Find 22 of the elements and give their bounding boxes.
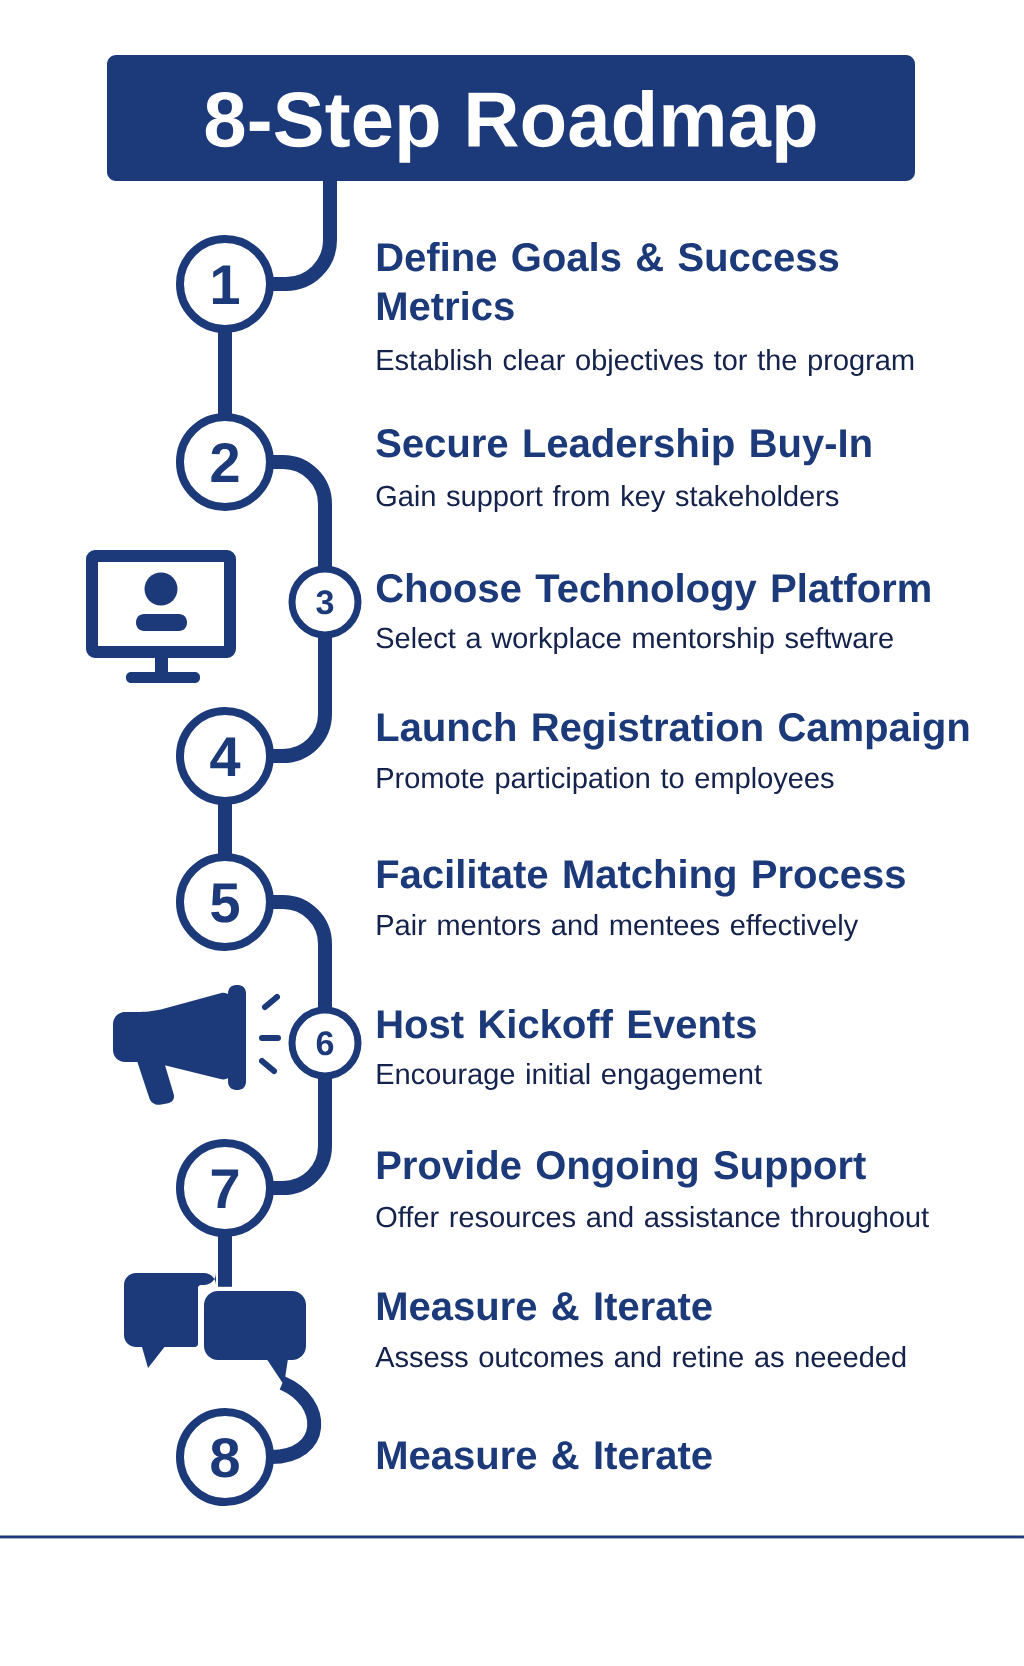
connector-line bbox=[270, 1376, 322, 1464]
step-description: Gain support from key stakeholders bbox=[376, 485, 839, 512]
step-heading: Choose Technology Platform bbox=[376, 573, 930, 611]
step-heading: Host Kickoff Events bbox=[377, 1009, 756, 1039]
step-description: Encourage initial engagement bbox=[377, 1063, 762, 1090]
step-heading: Define Goals & Success Metrics bbox=[377, 242, 839, 321]
step-heading: Provide Ongoing Support bbox=[377, 1150, 866, 1188]
step-heading: Launch Registration Campaign bbox=[377, 712, 969, 750]
step-description: Establish clear objectives tor the program bbox=[377, 348, 914, 376]
speech-bubbles-icon bbox=[124, 1273, 306, 1385]
step-description: Select a workplace mentorship seftware bbox=[376, 627, 893, 654]
step-heading: Secure Leadership Buy-In bbox=[376, 428, 871, 466]
step-heading: Facilitate Matching Process bbox=[377, 859, 905, 897]
step-description: Offer resources and assistance throughout bbox=[376, 1206, 929, 1233]
title-banner: 8-Step Roadmap bbox=[107, 55, 915, 181]
step-heading: Measure & Iterate bbox=[377, 1441, 712, 1470]
step-description: Assess outcomes and retine as neeeded bbox=[375, 1346, 906, 1368]
connector-line bbox=[218, 330, 232, 416]
connector-line bbox=[271, 178, 337, 291]
step-heading: Measure & Iterate bbox=[377, 1292, 712, 1321]
step-description: Pair mentors and mentees effectively bbox=[377, 914, 859, 941]
step-description: Promote participation to employees bbox=[377, 767, 834, 794]
